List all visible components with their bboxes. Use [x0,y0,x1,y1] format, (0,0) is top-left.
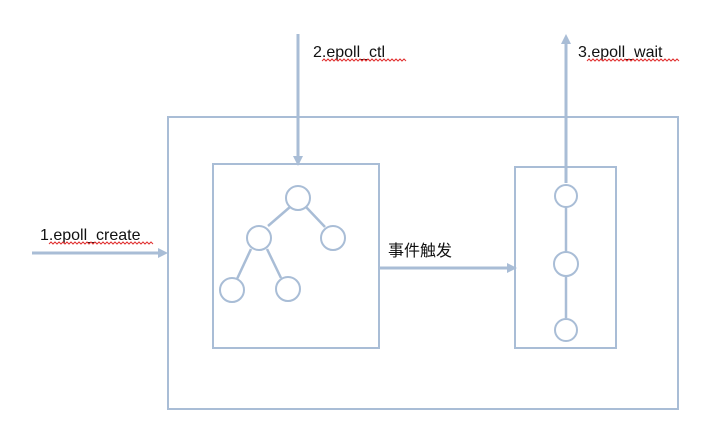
tree-node-left-left [219,277,245,303]
tree-node-left [246,225,272,251]
spellcheck-underline [48,241,154,245]
spellcheck-underline [321,58,407,62]
tree-edge [305,206,326,228]
event-trigger-arrowhead [507,263,517,273]
epoll-ctl-arrowhead [293,156,303,166]
spellcheck-underline [586,58,680,62]
label-epoll-create: 1.epoll_create [40,227,141,244]
epoll-create-arrowhead [158,248,168,258]
epoll-instance-box [167,116,679,410]
label-epoll-ctl: 2.epoll_ctl [313,44,385,61]
label-event-trigger: 事件触发 [388,241,452,260]
tree-node-left-right [275,276,301,302]
list-node [554,318,578,342]
tree-edge [235,248,253,280]
tree-node-right [320,225,346,251]
list-node [553,251,579,277]
tree-box [212,163,380,349]
label-epoll-wait: 3.epoll_wait [578,44,663,61]
epoll-wait-arrowhead [561,34,571,44]
tree-edge [267,206,291,227]
tree-node-root [285,185,311,211]
tree-edge [265,248,283,279]
list-node [554,184,578,208]
